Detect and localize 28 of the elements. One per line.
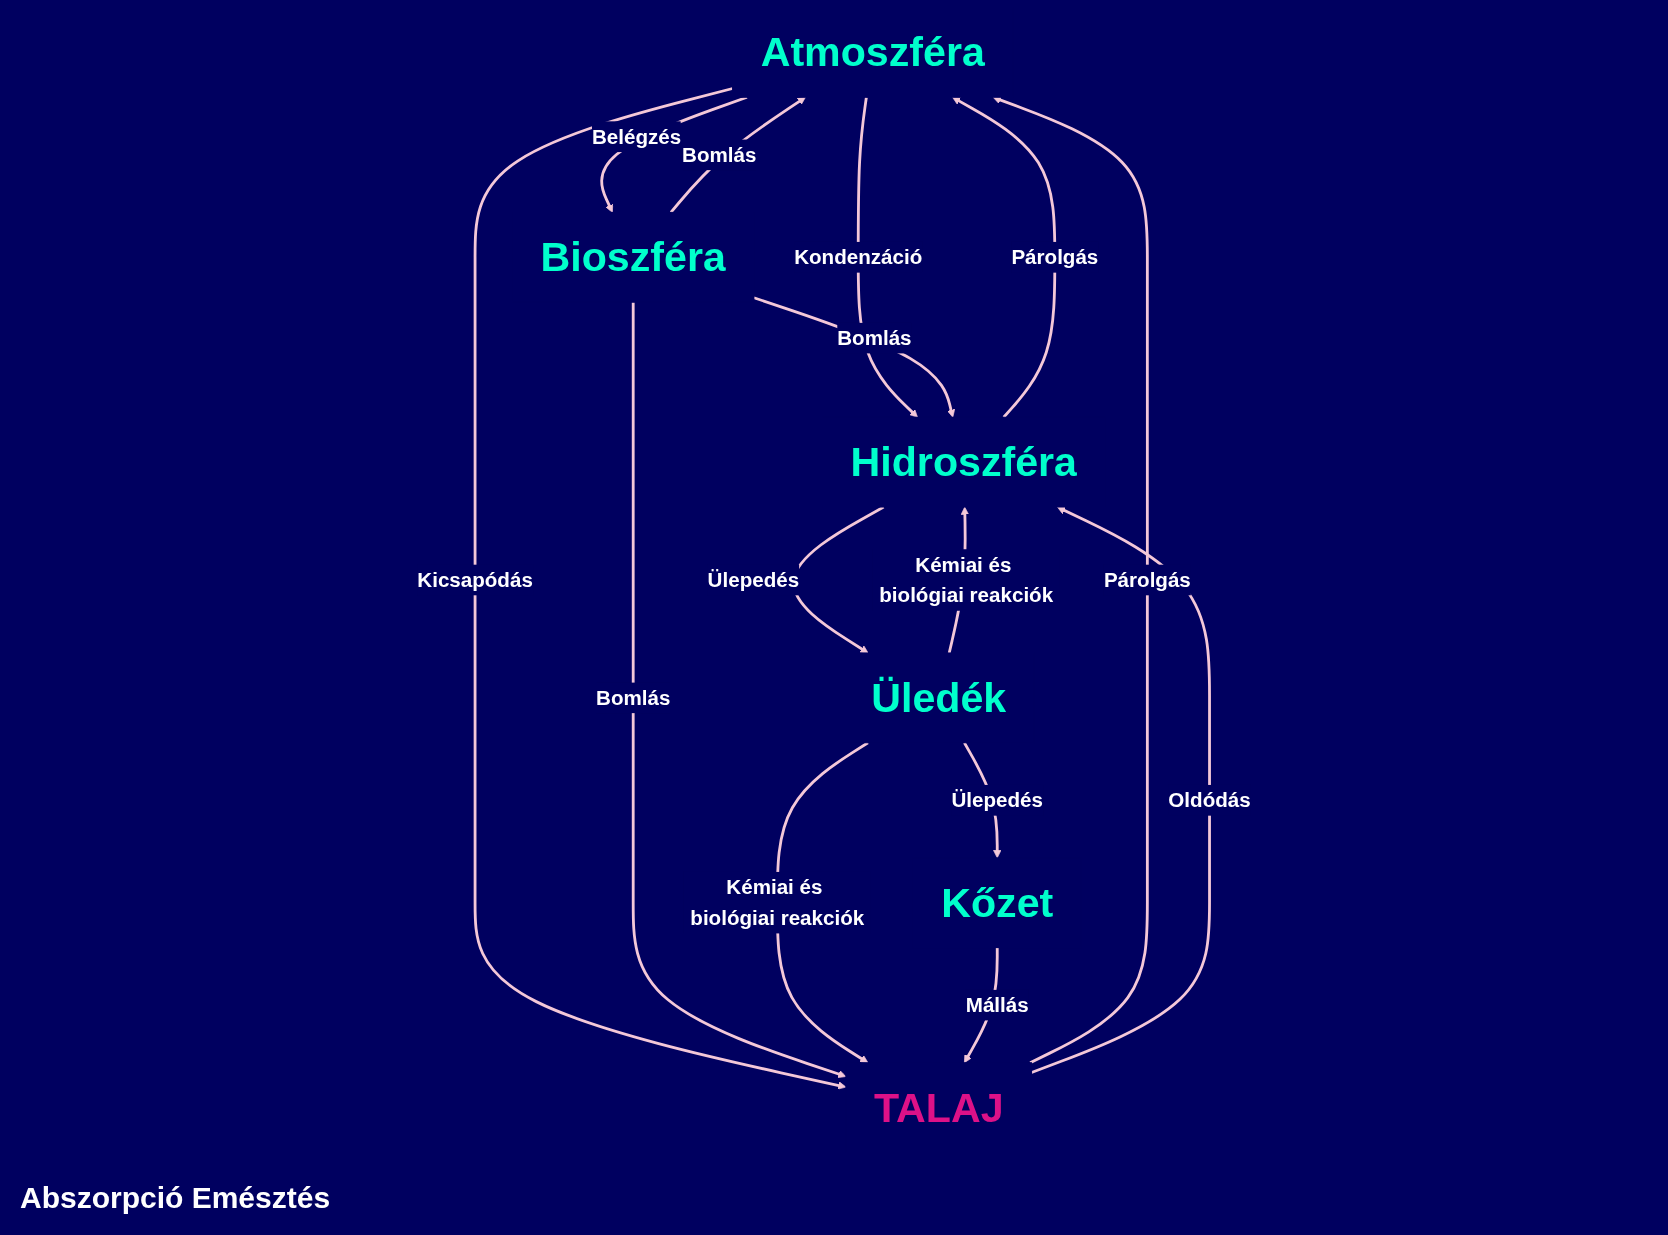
edge-label: Párolgás xyxy=(1103,568,1191,592)
node-text: Bioszféra xyxy=(540,233,726,280)
note-text: Abszorpció Emésztés xyxy=(20,1181,331,1214)
edge-label: Bomlás xyxy=(596,686,671,710)
edge-label: Mállás xyxy=(965,993,1029,1017)
edge-label: Oldódás xyxy=(1168,788,1251,812)
node-text: Üledék xyxy=(871,674,1007,721)
edge-label: Kondenzáció xyxy=(794,245,923,269)
arrow xyxy=(473,87,847,1090)
edge-label: Bomlás xyxy=(837,326,912,350)
arrow xyxy=(992,96,1149,1064)
edge-label: Párolgás xyxy=(1011,245,1099,269)
edge-label: Ülepedés xyxy=(951,788,1043,812)
edge-label: Kicsapódás xyxy=(417,568,533,592)
arrow xyxy=(669,96,806,214)
arrow xyxy=(952,96,1057,419)
edge-label: Belégzés xyxy=(591,125,682,149)
edge-label: Kémiai és biológiai reakciók xyxy=(690,875,865,930)
node-text: Hidroszféra xyxy=(850,438,1078,485)
node-text: TALAJ xyxy=(873,1084,1004,1131)
arrow xyxy=(753,296,956,418)
edge-label: Kémiai és biológiai reakciók xyxy=(879,552,1054,608)
node-text: Kőzet xyxy=(941,879,1054,926)
arrow xyxy=(631,302,847,1079)
edge-label: Bomlás xyxy=(682,143,757,167)
node-text: Atmoszféra xyxy=(760,29,985,75)
arrow xyxy=(1031,506,1211,1074)
edge-label: Ülepedés xyxy=(707,568,800,592)
